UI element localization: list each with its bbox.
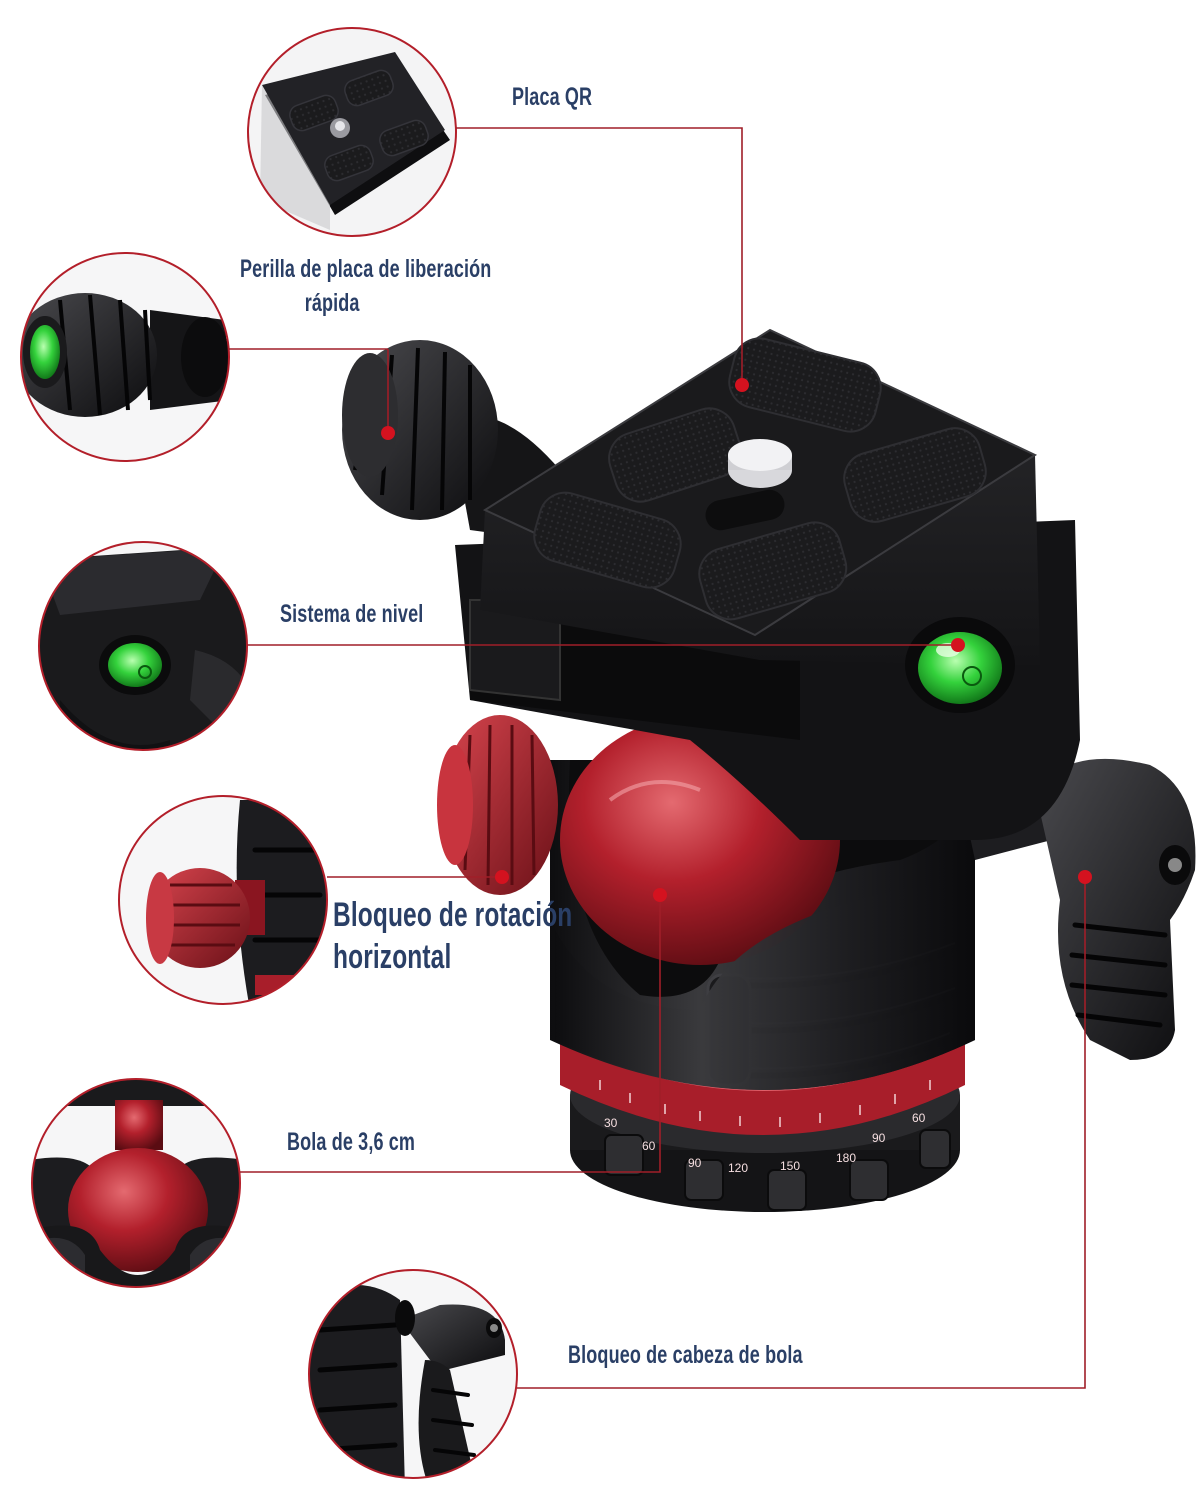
label-level-system: Sistema de nivel	[280, 600, 424, 628]
detail-circle-level	[38, 541, 248, 751]
dial-tick-150: 150	[780, 1159, 800, 1173]
dial-tick-90: 90	[688, 1156, 702, 1170]
label-pan-lock: Bloqueo de rotación horizontal	[333, 894, 572, 978]
callout-dots	[381, 378, 1092, 902]
detail-circle-qr-plate	[247, 27, 457, 237]
ball-head-main-illustration: 30 60 90 120 150 180 90 60	[342, 328, 1196, 1212]
dial-tick-60b: 60	[912, 1111, 926, 1125]
dial-tick-90b: 90	[872, 1131, 886, 1145]
callout-dot-pan-lock	[495, 870, 509, 884]
callout-dot-level	[951, 638, 965, 652]
detail-circle-ball	[31, 1078, 241, 1288]
bubble-level-illustration	[905, 617, 1015, 713]
label-qr-knob-line2: rápida	[304, 289, 360, 317]
callout-line-ball-head-lock	[517, 877, 1086, 1389]
callout-dot-ball-head-lock	[1078, 870, 1092, 884]
label-qr-knob-line1: Perilla de placa de liberación	[240, 255, 492, 283]
label-pan-lock-line2: horizontal	[333, 938, 452, 976]
callout-dot-qr-plate	[735, 378, 749, 392]
label-qr-knob: Perilla de placa de liberación rápida	[240, 252, 492, 320]
callout-line-ball	[240, 895, 661, 1173]
detail-circle-qr-knob	[20, 252, 230, 462]
callout-lines	[229, 127, 1086, 1389]
detail-circle-ball-head-lock	[308, 1269, 518, 1479]
dial-tick-60: 60	[642, 1139, 656, 1153]
callout-dot-ball	[653, 888, 667, 902]
callout-line-qr-plate	[456, 127, 743, 385]
label-ball: Bola de 3,6 cm	[287, 1128, 416, 1156]
label-qr-plate: Placa QR	[512, 83, 593, 111]
label-pan-lock-line1: Bloqueo de rotación	[333, 896, 573, 934]
dial-tick-180: 180	[836, 1151, 856, 1165]
dial-tick-120: 120	[728, 1161, 748, 1175]
label-ball-head-lock: Bloqueo de cabeza de bola	[568, 1341, 803, 1369]
detail-circle-pan-lock	[118, 795, 328, 1005]
dial-tick-30: 30	[604, 1116, 618, 1130]
callout-dot-qr-knob	[381, 426, 395, 440]
